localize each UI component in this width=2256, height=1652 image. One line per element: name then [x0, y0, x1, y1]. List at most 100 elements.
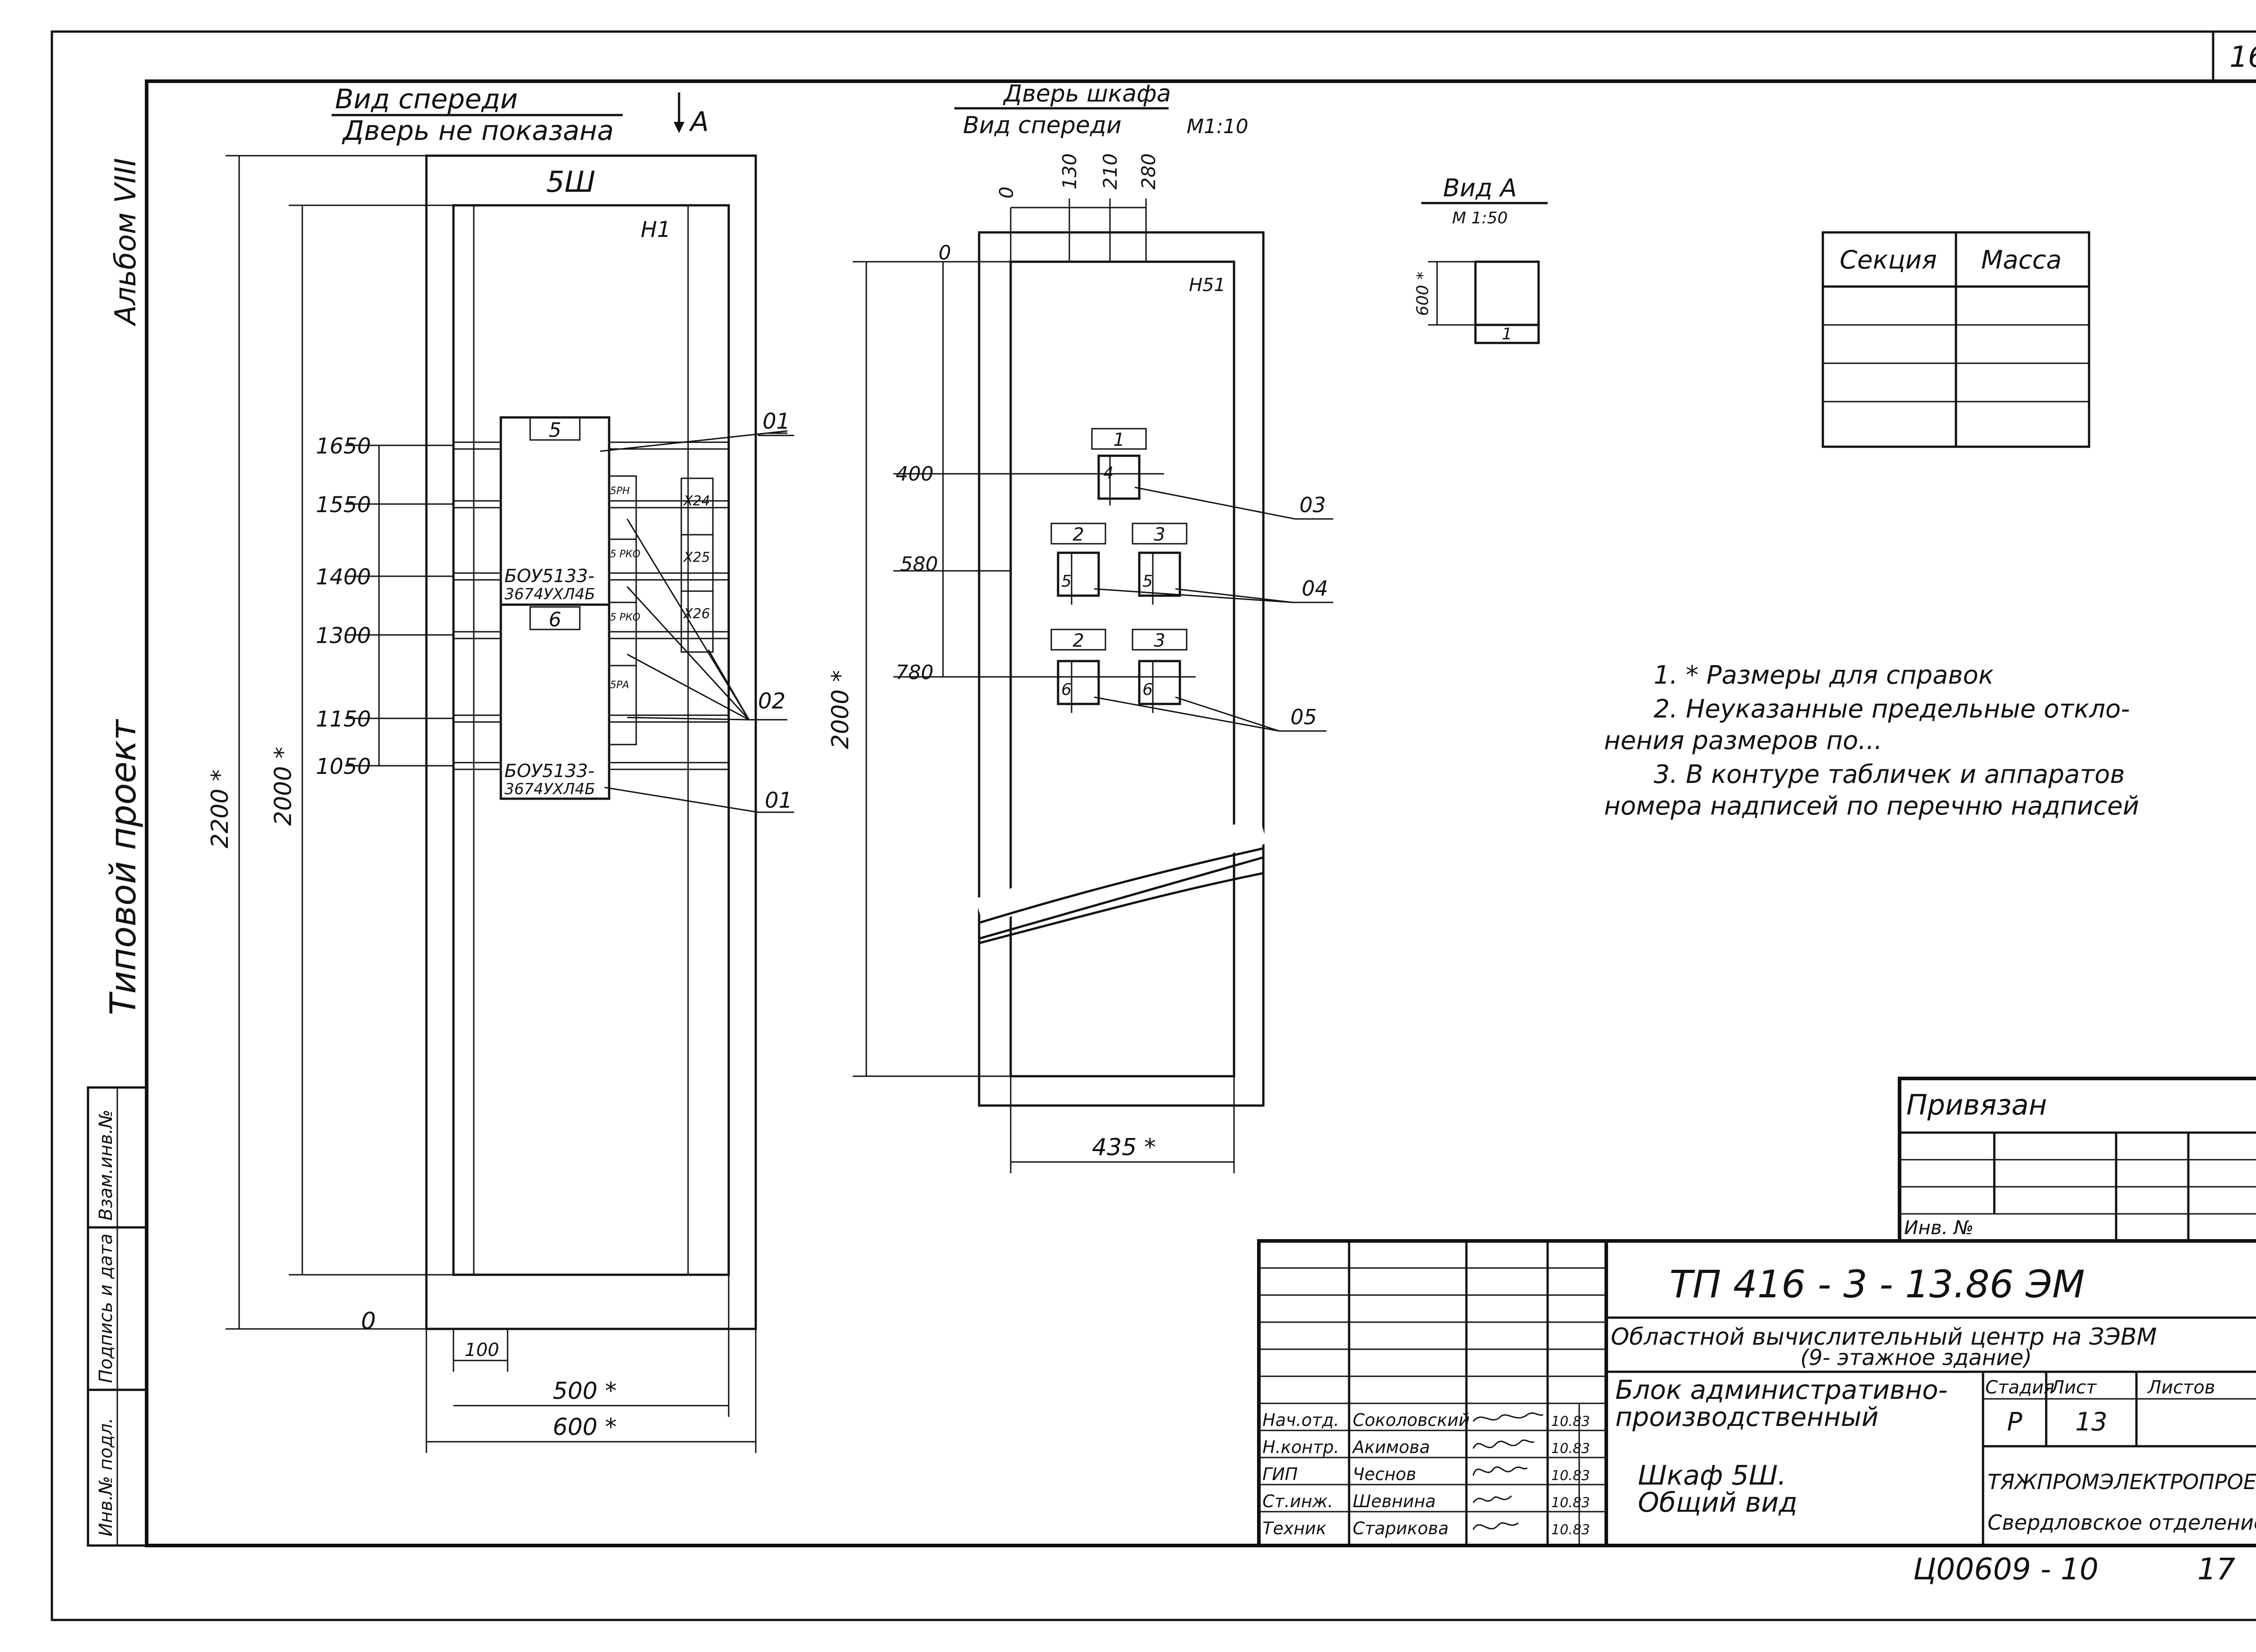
view-a: Вид А М 1:50 1 600 * — [1414, 174, 1548, 344]
album-label: Альбом VIII — [109, 158, 143, 327]
staff-role-4: Ст.инж. — [1262, 1491, 1333, 1511]
mass-table-header-mass: Масса — [1981, 245, 2062, 275]
object-name-2: (9- этажное здание) — [1800, 1345, 2032, 1370]
device-lower-name-2: 3674УХЛ4Б — [504, 780, 595, 798]
leader-02: 02 — [758, 689, 786, 714]
building-name-2: производственный — [1615, 1402, 1878, 1432]
project-type-label: Типовой проект — [103, 718, 144, 1015]
door-plate-2a-label: 2 — [1073, 524, 1084, 545]
staff-role-3: ГИП — [1262, 1464, 1298, 1484]
front-view-subtitle: Дверь не показана — [342, 115, 614, 147]
privyazan-inv: Инв. № — [1904, 1217, 1974, 1239]
door-app-5b-label: 5 — [1142, 572, 1153, 591]
staff-name-4: Шевнина — [1353, 1491, 1436, 1511]
notes: 1. * Размеры для справок 2. Неуказанные … — [1604, 661, 2139, 821]
door-app-6b-label: 6 — [1142, 680, 1153, 699]
front-h-label: Н1 — [641, 217, 671, 242]
view-a-dim-600: 600 * — [1414, 272, 1432, 316]
door-dim-x-210: 210 — [1099, 153, 1121, 190]
bottom-stamp: Ц00609 - 10 — [1913, 1552, 2099, 1587]
dim-2000-front: 2000 * — [270, 747, 297, 826]
sheet-number: 16 — [2229, 41, 2256, 74]
door-dim-y-580: 580 — [900, 553, 938, 576]
dim-100: 100 — [465, 1340, 499, 1360]
door-plate-3a-label: 3 — [1154, 524, 1165, 545]
door-app-6b — [1138, 660, 1181, 705]
terminal-x25-label: Х25 — [683, 550, 710, 565]
plate-6-label: 6 — [549, 608, 561, 631]
door-inner — [1009, 260, 1235, 1078]
view-arrow-label: А — [689, 106, 709, 138]
door-app-6a-label: 6 — [1061, 680, 1072, 699]
doc-code: ТП 416 - 3 - 13.86 ЭМ — [1669, 1262, 2085, 1306]
door-plate-2b-label: 2 — [1073, 630, 1084, 651]
device-upper-name-2: 3674УХЛ4Б — [504, 585, 595, 603]
relay-5ph-label: 5РН — [610, 486, 630, 497]
door-dim-x-0: 0 — [995, 186, 1017, 199]
org-branch: Свердловское отделение — [1988, 1510, 2256, 1535]
staff-name-1: Соколовский — [1353, 1410, 1470, 1430]
terminal-x26 — [680, 590, 714, 653]
door-plate-2a — [1050, 523, 1106, 545]
device-lower-name-1: БОУ5133- — [504, 761, 595, 782]
door-view-subtitle: Вид спереди — [963, 112, 1121, 139]
relay-5pk-1-label: 5 РКО — [610, 549, 640, 560]
view-a-section-label: 1 — [1502, 325, 1512, 343]
inner-frame — [145, 79, 2256, 1547]
staff-date-2: 10.83 — [1551, 1441, 1590, 1457]
door-dim-x-280: 280 — [1137, 153, 1160, 190]
door-plate-3b — [1132, 629, 1188, 651]
level-1150: 1150 — [316, 707, 371, 732]
level-1300: 1300 — [316, 623, 371, 648]
door-view-title: Дверь шкафа — [1003, 80, 1171, 107]
cabinet-outer — [425, 154, 757, 1330]
view-a-box — [1474, 260, 1540, 326]
door-plate-3b-label: 3 — [1154, 630, 1165, 651]
staff-role-5: Техник — [1262, 1518, 1327, 1538]
org-name: ТЯЖПРОМЭЛЕКТРОПРОЕКТ — [1988, 1470, 2256, 1494]
mass-table: Секция Масса — [1821, 231, 2090, 448]
mass-table-header-section: Секция — [1840, 245, 1937, 275]
title-block: Нач.отд. Соколовский 10.83 Н.контр. Аким… — [1257, 1239, 2256, 1547]
outer-border — [51, 30, 2256, 1621]
leader-03: 03 — [1299, 493, 1326, 517]
sheet-value: 13 — [2075, 1407, 2107, 1437]
door-dim-y-400: 400 — [896, 463, 934, 486]
door-dim-y-780: 780 — [896, 661, 934, 684]
note-3: 3. В контуре табличек и аппаратов — [1654, 760, 2125, 789]
dim-zero-front: 0 — [361, 1308, 376, 1335]
door-app-4 — [1097, 454, 1141, 500]
bottom-page: 17 — [2197, 1552, 2235, 1587]
stamp-inv-podl: Инв.№ подл. — [96, 1418, 116, 1536]
leader-04: 04 — [1302, 576, 1328, 601]
note-2-cont: нения размеров по... — [1604, 726, 1882, 755]
signatures — [1472, 1412, 1544, 1530]
door-h-label: Н51 — [1189, 275, 1225, 296]
stamp-sign-date: Подпись и дата — [96, 1234, 116, 1383]
door-plate-1 — [1091, 428, 1147, 450]
plate-6 — [529, 606, 581, 630]
door-app-5a-label: 5 — [1061, 572, 1072, 591]
terminal-x24-label: Х24 — [683, 493, 710, 509]
view-a-scale: М 1:50 — [1452, 209, 1507, 227]
door-plate-3a — [1132, 523, 1188, 545]
relay-5pa — [608, 665, 637, 745]
note-3-cont: номера надписей по перечню надписей — [1604, 791, 2139, 821]
terminal-x26-label: Х26 — [683, 606, 710, 622]
dim-600-front: 600 * — [553, 1414, 617, 1441]
staff-name-5: Старикова — [1353, 1518, 1449, 1538]
leader-01-top: 01 — [763, 409, 790, 434]
door-view: Дверь шкафа Вид спереди М1:10 Н51 0 130 … — [827, 80, 1333, 1173]
front-view-title: Вид спереди — [335, 83, 518, 115]
sheets-header: Листов — [2147, 1377, 2215, 1398]
sheet-header: Лист — [2050, 1377, 2097, 1398]
leader-05: 05 — [1290, 705, 1317, 729]
level-1550: 1550 — [316, 492, 371, 518]
note-1: 1. * Размеры для справок — [1654, 661, 1994, 690]
staff-date-3: 10.83 — [1551, 1468, 1590, 1484]
drawing-name-1: Шкаф 5Ш. — [1638, 1460, 1786, 1491]
plate-5 — [529, 416, 581, 441]
level-dimensions: 1650 1550 1400 1300 1150 1050 — [316, 434, 453, 779]
object-name-1: Областной вычислительный центр на ЗЭВМ — [1611, 1323, 2157, 1351]
